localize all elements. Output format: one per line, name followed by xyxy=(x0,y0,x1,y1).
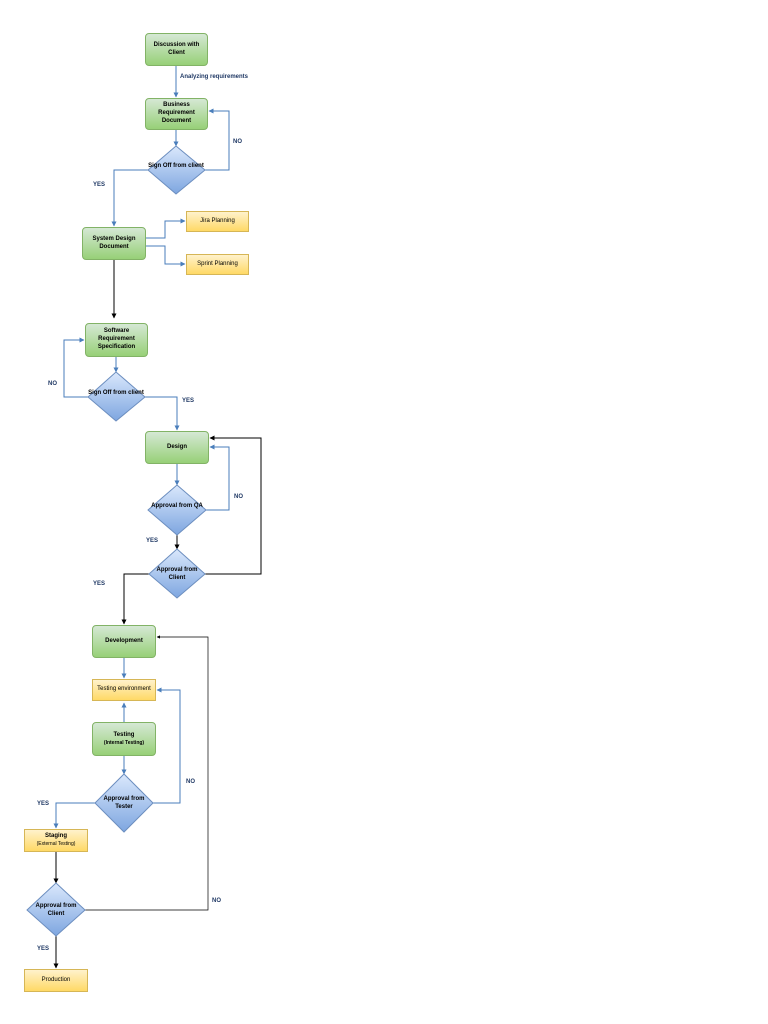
srs-label: Software Requirement Specification xyxy=(97,328,136,350)
edge-sdd-to-sprint xyxy=(146,245,186,267)
edge-tester-yes xyxy=(53,802,95,829)
production-box: Production xyxy=(24,969,88,992)
edge-sdd-to-jira xyxy=(146,218,186,239)
sdd-label: System Design Document xyxy=(92,235,136,250)
no-srs-label: NO xyxy=(48,381,57,387)
yes-srs-label: YES xyxy=(182,398,195,404)
signoff-brd-diamond xyxy=(147,145,206,195)
approval-client-design-diamond xyxy=(148,548,206,599)
edge-client-design-no-loop xyxy=(205,435,262,575)
yes-qa-label: YES xyxy=(146,538,159,544)
approval-tester-label: Approval from Tester xyxy=(103,796,145,810)
jira-label: Jira Planning xyxy=(200,217,235,224)
testing-label: Testing xyxy=(113,731,135,738)
approval-tester-diamond xyxy=(94,773,154,833)
edge-signoff-yes xyxy=(111,169,148,227)
signoff-brd-label: Sign Off from client xyxy=(148,163,204,169)
design-label: Design xyxy=(166,443,187,450)
analyzing-requirements-label: Analyzing requirements xyxy=(180,74,249,80)
software-requirement-specification-box: Software Requirement Specification xyxy=(85,323,148,357)
testing-box: Testing (Internal Testing) xyxy=(92,722,156,756)
discussion-label: Discussion with Client xyxy=(153,41,200,56)
brd-label: Business Requirement Document xyxy=(158,102,195,124)
approval-qa-diamond xyxy=(147,484,207,536)
development-box: Development xyxy=(92,625,156,658)
production-label: Production xyxy=(41,976,71,983)
approval-client-final-diamond xyxy=(26,882,86,937)
edge-signoff-no-loop xyxy=(205,108,230,171)
signoff-srs-label: Sign Off from client xyxy=(88,390,144,396)
no-client-final-label: NO xyxy=(212,898,221,904)
business-requirement-document-box: Business Requirement Document xyxy=(145,98,208,130)
signoff-srs-diamond xyxy=(87,371,146,422)
staging-sub-label: (External Testing) xyxy=(36,841,76,848)
yes-tester-label: YES xyxy=(37,801,50,807)
development-label: Development xyxy=(105,637,143,644)
testing-env-label: Testing environment xyxy=(97,686,151,693)
approval-client-final-label: Approval from Client xyxy=(35,903,77,917)
staging-box: Staging (External Testing) xyxy=(24,829,88,852)
jira-planning-box: Jira Planning xyxy=(186,211,249,232)
yes-brd-label: YES xyxy=(93,182,106,188)
staging-label: Staging xyxy=(45,833,67,840)
edge-tester-no-loop xyxy=(153,687,181,804)
design-box: Design xyxy=(145,431,209,464)
edge-srs-signoff-yes xyxy=(145,396,180,431)
approval-qa-label: Approval from QA xyxy=(151,503,203,509)
yes-client-final-label: YES xyxy=(37,946,50,952)
approval-client-design-label: Approval from Client xyxy=(156,567,198,581)
no-tester-label: NO xyxy=(186,779,195,785)
edge-client-final-no-loop xyxy=(85,635,209,911)
edge-qa-no-loop xyxy=(206,444,230,511)
no-brd-label: NO xyxy=(233,139,242,145)
testing-environment-box: Testing environment xyxy=(92,679,156,701)
edge-client-design-yes xyxy=(121,573,149,625)
sprint-label: Sprint Planning xyxy=(197,260,238,267)
testing-sub-label: (Internal Testing) xyxy=(103,739,145,746)
sprint-planning-box: Sprint Planning xyxy=(186,254,249,275)
discussion-with-client-box: Discussion with Client xyxy=(145,33,208,66)
system-design-document-box: System Design Document xyxy=(82,227,146,260)
edge-srs-signoff-no-loop xyxy=(63,337,88,398)
yes-client-design-label: YES xyxy=(93,581,106,587)
no-qa-label: NO xyxy=(234,494,243,500)
